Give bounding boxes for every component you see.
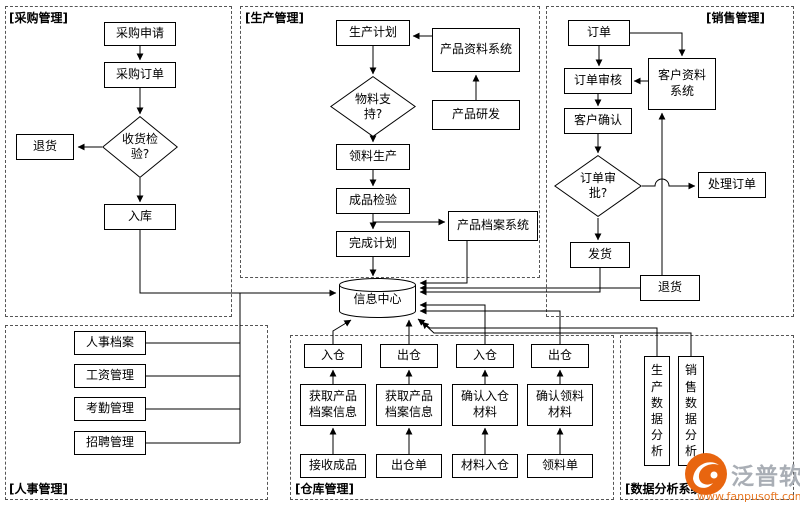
node-product-rd: 产品研发 <box>432 100 520 130</box>
decision-material-support: 物料支持? <box>330 76 416 137</box>
watermark: 泛普软件 www.fanpusoft.com <box>684 450 800 506</box>
section-label-sales: [销售管理] <box>706 11 765 25</box>
node-order-review: 订单审核 <box>564 68 632 94</box>
node-complete-plan: 完成计划 <box>336 231 410 257</box>
node-hr-files: 人事档案 <box>74 331 146 355</box>
node-customer-confirm: 客户确认 <box>564 108 632 134</box>
node-production-plan: 生产计划 <box>336 20 410 46</box>
section-label-procurement: [采购管理] <box>9 11 68 25</box>
node-material-in: 材料入仓 <box>452 454 518 478</box>
node-receive-finished: 接收成品 <box>300 454 366 478</box>
section-label-production: [生产管理] <box>245 11 304 25</box>
node-wh-in-a: 入仓 <box>304 344 362 368</box>
section-production <box>240 6 540 278</box>
node-picking-order: 领料单 <box>527 454 593 478</box>
node-material-picking: 领料生产 <box>336 144 410 170</box>
section-label-analysis: [数据分析系统] <box>625 482 708 496</box>
decision-label: 物料支持? <box>354 91 391 121</box>
diamond-shape-icon <box>554 155 642 217</box>
node-wh-out-b: 出仓 <box>531 344 589 368</box>
node-customer-data-system: 客户资料系统 <box>648 58 716 110</box>
node-salary-mgmt: 工资管理 <box>74 364 146 388</box>
section-sales <box>546 6 794 317</box>
section-label-hr: [人事管理] <box>9 482 68 496</box>
node-purchase-order: 采购订单 <box>104 62 176 88</box>
node-confirm-picking-materials: 确认领料材料 <box>527 384 593 426</box>
node-purchase-request: 采购申请 <box>104 22 176 46</box>
section-procurement <box>5 6 232 317</box>
node-finished-inspection: 成品检验 <box>336 188 410 214</box>
node-attendance-mgmt: 考勤管理 <box>74 397 146 421</box>
watermark-brand: 泛普软件 <box>731 464 800 490</box>
node-return-goods: 退货 <box>16 134 74 160</box>
node-get-archive-info-2: 获取产品档案信息 <box>376 384 442 426</box>
decision-label: 订单审批? <box>579 171 616 200</box>
info-center-label: 信息中心 <box>353 291 402 306</box>
node-sales-data-analysis: 销售数据分析 <box>678 356 704 466</box>
node-recruitment-mgmt: 招聘管理 <box>74 431 146 455</box>
node-sales-return: 退货 <box>640 275 700 301</box>
node-outbound-order: 出仓单 <box>376 454 442 478</box>
node-order: 订单 <box>568 20 630 46</box>
node-production-data-analysis: 生产数据分析 <box>644 356 670 466</box>
node-wh-out-a: 出仓 <box>380 344 438 368</box>
node-ship-goods: 发货 <box>570 242 630 268</box>
fanpu-logo-icon <box>684 452 728 499</box>
node-stock-in: 入库 <box>104 204 176 230</box>
section-analysis <box>620 335 794 500</box>
decision-order-approval: 订单审批? <box>554 155 642 217</box>
decision-label: 收货检验? <box>121 132 158 161</box>
node-product-archive-system: 产品档案系统 <box>448 211 538 241</box>
node-process-order: 处理订单 <box>698 172 766 198</box>
node-get-archive-info-1: 获取产品档案信息 <box>300 384 366 426</box>
node-wh-in-b: 入仓 <box>456 344 514 368</box>
decision-receiving-inspection: 收货检验? <box>102 116 178 178</box>
node-product-data-system: 产品资料系统 <box>432 28 520 72</box>
section-label-warehouse: [仓库管理] <box>295 482 354 496</box>
watermark-url: www.fanpusoft.com <box>697 490 800 503</box>
diamond-shape-icon <box>102 116 178 178</box>
node-confirm-in-materials: 确认入仓材料 <box>452 384 518 426</box>
section-hr <box>5 325 268 500</box>
